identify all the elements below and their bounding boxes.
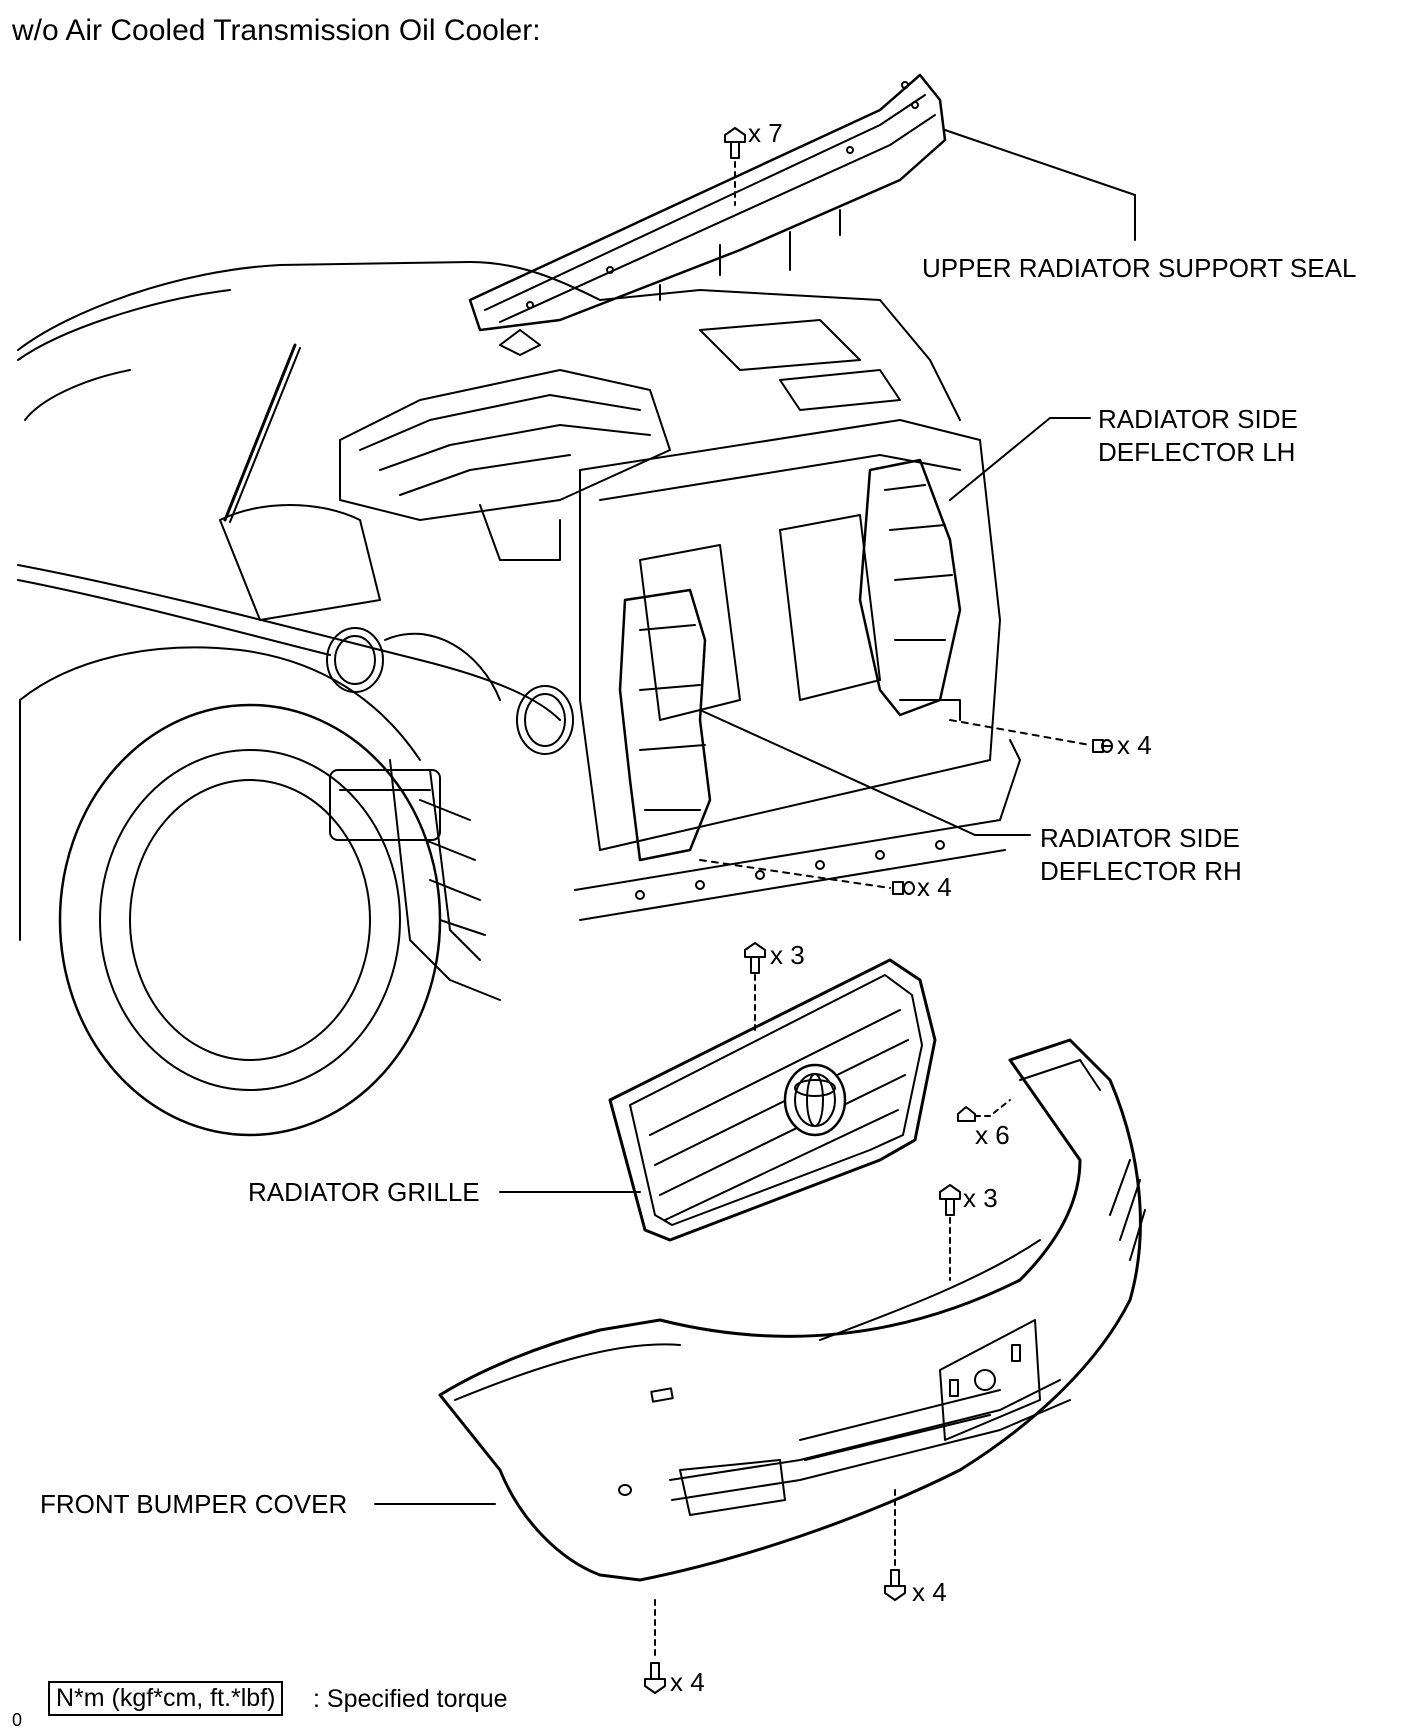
radiator-side-deflector-rh-part <box>618 588 1031 895</box>
qty-lh-deflector-clips: x 4 <box>1117 730 1152 760</box>
footer-number: 0 <box>12 1710 23 1730</box>
qty-rh-deflector-clips: x 4 <box>917 872 952 902</box>
label-radiator-side-deflector-lh: RADIATOR SIDE DEFLECTOR LH <box>1098 403 1298 469</box>
front-bumper-cover-part <box>374 1038 1146 1694</box>
qty-seal-bolts: x 7 <box>748 118 783 148</box>
engine-bay-illustration <box>219 289 1021 921</box>
upper-radiator-support-seal-part <box>468 73 1136 332</box>
label-radiator-grille: RADIATOR GRILLE <box>248 1177 480 1207</box>
radiator-side-deflector-lh-part <box>858 417 1113 753</box>
qty-grille-screws: x 3 <box>770 940 805 970</box>
label-line: DEFLECTOR RH <box>1040 856 1242 886</box>
label-line: RADIATOR SIDE <box>1040 823 1240 853</box>
seal-bolt-icon <box>724 127 746 206</box>
torque-legend-text: : Specified torque <box>313 1685 508 1713</box>
qty-bumper-bottom-screws: x 4 <box>670 1667 705 1697</box>
diagram-heading: w/o Air Cooled Transmission Oil Cooler: <box>12 14 541 47</box>
label-line: DEFLECTOR LH <box>1098 437 1296 467</box>
label-front-bumper-cover: FRONT BUMPER COVER <box>40 1489 348 1519</box>
label-radiator-side-deflector-rh: RADIATOR SIDE DEFLECTOR RH <box>1040 822 1242 888</box>
qty-bumper-top-screws: x 3 <box>963 1183 998 1213</box>
qty-bumper-side-screws: x 6 <box>975 1120 1010 1150</box>
vehicle-body-illustration <box>17 261 601 1137</box>
label-upper-radiator-support-seal: UPPER RADIATOR SUPPORT SEAL <box>922 253 1357 283</box>
torque-legend-box: N*m (kgf*cm, ft.*lbf) <box>48 1681 284 1716</box>
label-line: RADIATOR SIDE <box>1098 404 1298 434</box>
radiator-grille-part <box>499 942 937 1242</box>
qty-bumper-lower-screws: x 4 <box>912 1577 947 1607</box>
